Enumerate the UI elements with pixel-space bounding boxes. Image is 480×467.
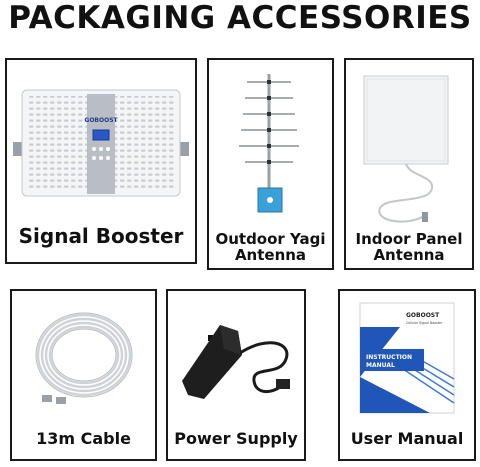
power-supply-image [182,325,290,399]
caption-user-manual: User Manual [350,429,464,448]
user-manual-image: GOBOOST Cellular Signal Booster INSTRUCT… [359,302,455,414]
item-yagi-antenna: Outdoor Yagi Antenna [207,58,334,270]
signal-booster-image: GOBOOST [13,89,189,197]
item-power-supply: Power Supply [166,289,306,461]
manual-subtitle-label: Cellular Signal Booster [406,321,443,325]
booster-brand-label: GOBOOST [84,117,118,124]
panel-antenna-image [363,75,449,223]
page-title: PACKAGING ACCESSORIES [8,0,472,36]
manual-brand-label: GOBOOST [406,312,440,319]
manual-heading-line2: MANUAL [366,362,395,369]
caption-cable: 13m Cable [36,429,131,448]
item-cable: 13m Cable [10,289,157,461]
item-panel-antenna: Indoor Panel Antenna [344,58,474,270]
item-signal-booster: GOBOOST Signal Booster [5,58,197,264]
item-user-manual: GOBOOST Cellular Signal Booster INSTRUCT… [338,289,476,461]
caption-signal-booster: Signal Booster [18,224,184,248]
manual-heading-line1: INSTRUCTION [366,354,412,361]
yagi-antenna-image [239,74,299,213]
caption-yagi-antenna: Outdoor Yagi Antenna [215,230,326,264]
caption-power-supply: Power Supply [174,429,298,448]
caption-panel-antenna: Indoor Panel Antenna [355,230,463,264]
cable-image [35,312,133,404]
